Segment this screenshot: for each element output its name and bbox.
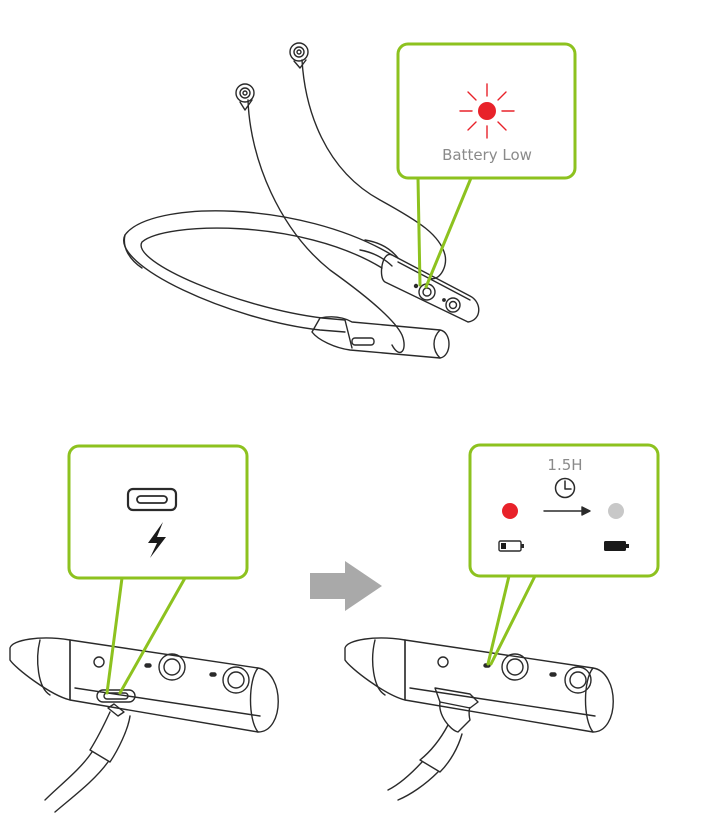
callout-pointer-charge xyxy=(486,574,537,666)
battery-full-icon xyxy=(604,541,629,551)
clock-icon xyxy=(554,477,576,499)
gray-dot-icon xyxy=(608,503,624,519)
earbud-right xyxy=(289,42,309,69)
battery-low-label: Battery Low xyxy=(442,146,532,164)
transition-arrow-icon xyxy=(310,561,382,611)
arrow-right-icon xyxy=(543,506,591,516)
earbud-left xyxy=(235,83,255,111)
callout-pointer-top xyxy=(416,176,473,289)
red-dot-icon xyxy=(502,503,518,519)
lightning-bolt-icon xyxy=(148,522,166,558)
usb-port-icon xyxy=(126,487,178,512)
callout-usb-port xyxy=(67,444,249,580)
charge-duration-label: 1.5H xyxy=(547,456,582,474)
callout-pointer-usb xyxy=(105,576,187,695)
control-unit-right xyxy=(344,637,614,801)
battery-low-icon xyxy=(498,540,524,552)
control-unit-left xyxy=(9,637,279,813)
blinking-red-led-icon xyxy=(459,83,515,139)
neckband-headset xyxy=(123,42,480,359)
